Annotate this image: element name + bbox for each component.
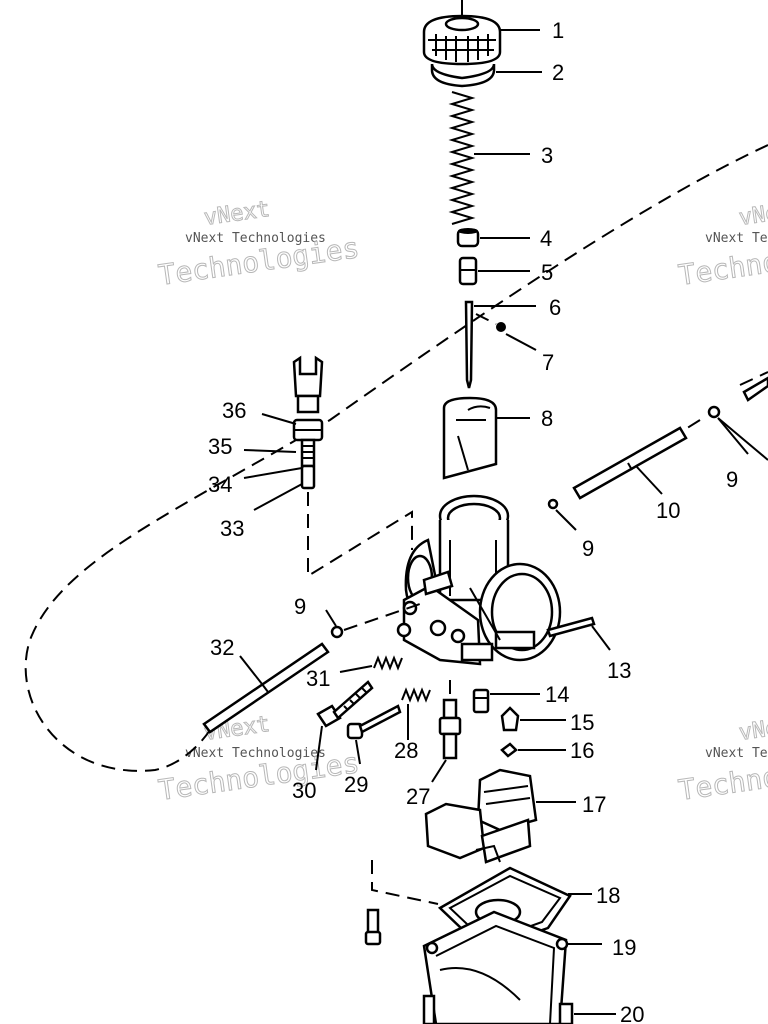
watermark-upper-right: vNext vNext Te Techno: [676, 196, 768, 292]
bowl-screw-guide-line: [371, 860, 439, 905]
part-30-air-screw: [316, 680, 374, 728]
cable-route-line: [307, 492, 413, 578]
callout-36: 36: [222, 398, 246, 423]
callout-7: 7: [542, 350, 554, 375]
callout-33: 33: [220, 516, 244, 541]
callout-1: 1: [552, 18, 564, 43]
part-3-spring: [448, 91, 476, 225]
part-29-idle-screw: [346, 704, 402, 740]
callout-28: 28: [394, 738, 418, 763]
watermark-text: vNext Technologies: [185, 231, 326, 246]
callout-9-middle: 9: [582, 536, 594, 561]
part-36-cable-adjuster: [292, 355, 324, 414]
watermark-lower-right: vNext vNext Te Techno: [676, 711, 768, 807]
part-17-float: [424, 768, 538, 864]
part-34-threaded-rod: [300, 438, 316, 468]
part-27-needle-jet: [438, 680, 462, 760]
part-33-cable-end: [300, 464, 316, 490]
callout-4: 4: [540, 226, 552, 251]
watermark-lower-left: vNext vNext Technologies Technologies: [156, 711, 362, 807]
watermark-text: Techno: [676, 245, 768, 292]
part-35-locknut: [292, 418, 324, 442]
leader-lines: [239, 29, 768, 1015]
part-15-main-jet: [500, 706, 520, 732]
callout-32: 32: [210, 635, 234, 660]
callout-30: 30: [292, 778, 316, 803]
watermark-text: vNext Te: [705, 746, 768, 761]
part-32-fuel-hose: [202, 642, 330, 734]
callout-19: 19: [612, 935, 636, 960]
watermark-text: vNext Technologies: [185, 746, 326, 761]
watermark-text: vNext: [202, 197, 271, 231]
callout-13: 13: [607, 658, 631, 683]
callout-14: 14: [545, 682, 569, 707]
callout-6: 6: [549, 295, 561, 320]
callout-8: 8: [541, 406, 553, 431]
callout-18: 18: [596, 883, 620, 908]
part-7-clip: [475, 313, 506, 332]
callout-3: 3: [541, 143, 553, 168]
part-10-vent-hose: [572, 426, 688, 500]
callout-16: 16: [570, 738, 594, 763]
part-5-needle-holder: [458, 256, 478, 286]
part-4-retainer: [456, 228, 480, 248]
callout-2: 2: [552, 60, 564, 85]
throttle-cable-path: [24, 144, 768, 772]
callout-31: 31: [306, 666, 330, 691]
part-16-washer: [500, 742, 518, 758]
callout-labels: 1 2 3 4 5 6 7 8 9 9 9 10 13 14 15 16 17 …: [208, 18, 738, 1024]
part-28-spring: [401, 687, 431, 703]
callout-15: 15: [570, 710, 594, 735]
watermark-text: vNext: [737, 197, 768, 231]
part-6-jet-needle: [464, 300, 474, 389]
part-9-clamp-upper-right: [683, 405, 721, 431]
callout-9-left: 9: [294, 594, 306, 619]
callout-35: 35: [208, 434, 232, 459]
callout-34: 34: [208, 472, 232, 497]
carburetor-body: [396, 494, 562, 666]
callout-27: 27: [406, 784, 430, 809]
part-1-adjuster-cap: [422, 0, 502, 66]
callout-17: 17: [582, 792, 606, 817]
callout-29: 29: [344, 772, 368, 797]
part-20-screw: [558, 1002, 574, 1024]
watermark-text: vNext: [737, 712, 768, 746]
watermark-text: Techno: [676, 760, 768, 807]
part-2-ring: [430, 63, 496, 88]
watermark-upper-left: vNext vNext Technologies Technologies: [156, 196, 362, 292]
part-8-throttle-slide: [442, 396, 498, 480]
callout-10: 10: [656, 498, 680, 523]
part-9-clamp-left: [330, 625, 344, 639]
cable-guide-line-right: [739, 371, 768, 386]
part-9-clamp-middle: [547, 498, 559, 510]
callout-20: 20: [620, 1002, 644, 1024]
part-31-spring: [373, 655, 403, 671]
part-14-pilot-jet: [472, 688, 490, 714]
callout-9-right: 9: [726, 467, 738, 492]
watermark-text: vNext Te: [705, 231, 768, 246]
bowl-screw-upper: [364, 908, 382, 946]
hose-guide-line-left: [343, 603, 421, 631]
hose-upper-right-end: [742, 376, 768, 402]
callout-5: 5: [541, 260, 553, 285]
part-13-pin: [546, 616, 596, 638]
bowl-screw-lower-left: [422, 994, 436, 1024]
